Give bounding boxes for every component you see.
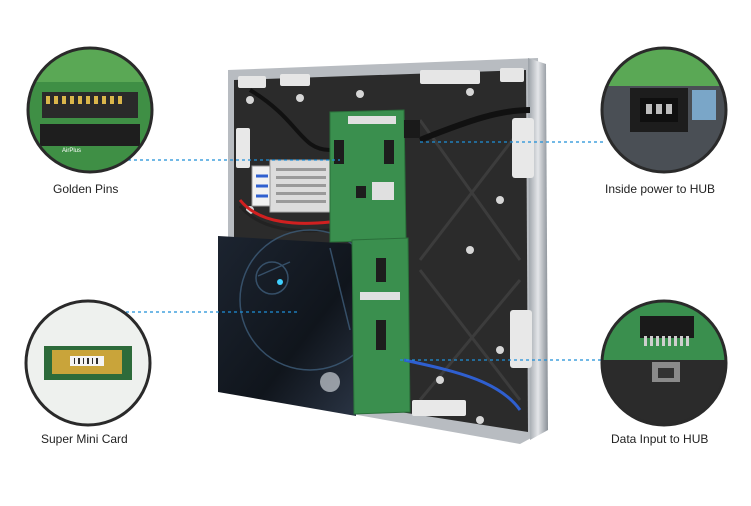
callout-data-input (600, 299, 728, 427)
callout-inside-power (600, 46, 728, 174)
led-module (218, 229, 381, 416)
cabinet-side-rail (528, 58, 548, 440)
top-brackets (238, 68, 524, 88)
super-mini-card-label: Super Mini Card (41, 432, 128, 446)
data-cable (403, 358, 522, 411)
board-mark: AirPlus (62, 148, 81, 154)
callout-golden-pins: AirPlus (26, 46, 154, 174)
cabinet-ribs (418, 119, 522, 401)
leader-lines (108, 141, 604, 361)
data-input-label: Data Input to HUB (611, 432, 709, 446)
screws (246, 88, 504, 424)
inside-power-label: Inside power to HUB (605, 182, 716, 196)
golden-pins-label: Golden Pins (53, 182, 119, 196)
receiving-card-pcb (329, 109, 420, 415)
power-wires (238, 88, 531, 233)
callout-super-mini-card (24, 299, 152, 427)
side-brackets (236, 118, 534, 416)
